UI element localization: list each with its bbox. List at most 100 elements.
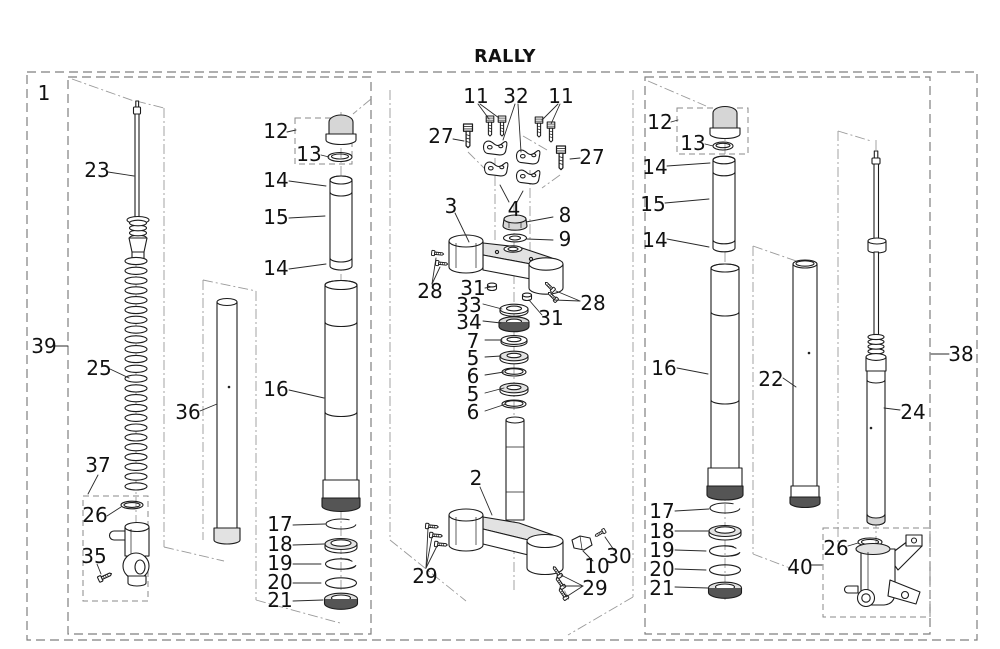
guide-screw-30 bbox=[593, 527, 607, 539]
handlebar-clamp-4 bbox=[515, 169, 541, 185]
part-label-2: 2 bbox=[470, 466, 483, 490]
part-labels: RALLY 1 39 38 23 25 37 26 35 36 12 13 14… bbox=[31, 47, 973, 612]
dust-seal-21-left bbox=[323, 592, 359, 610]
part-label-14: 14 bbox=[642, 228, 667, 252]
pinch-bolt-27-right bbox=[555, 145, 567, 171]
right-fork-leg-box bbox=[644, 76, 931, 635]
part-label-11: 11 bbox=[463, 84, 488, 108]
damper-rod-24 bbox=[865, 150, 887, 526]
bottom-bracket-37 bbox=[108, 521, 150, 587]
part-label-14: 14 bbox=[263, 168, 288, 192]
part-label-11: 11 bbox=[548, 84, 573, 108]
bracket-bolt-35 bbox=[96, 570, 114, 583]
upper-triple-clamp-3 bbox=[448, 234, 564, 295]
circlip-19-right bbox=[708, 544, 746, 557]
part-label-18: 18 bbox=[649, 519, 674, 543]
handlebar-clamp-4 bbox=[483, 161, 509, 177]
part-label-30: 30 bbox=[606, 544, 631, 568]
part-label-1: 1 bbox=[38, 81, 51, 105]
part-label-36: 36 bbox=[175, 400, 200, 424]
part-label-39: 39 bbox=[31, 334, 56, 358]
handlebar-clamp-4 bbox=[515, 149, 541, 165]
part-label-3: 3 bbox=[445, 194, 458, 218]
part-label-15: 15 bbox=[640, 192, 665, 216]
part-label-15: 15 bbox=[263, 205, 288, 229]
part-label-4: 4 bbox=[508, 197, 521, 221]
part-label-31: 31 bbox=[460, 276, 485, 300]
steering-stem-stack bbox=[498, 214, 530, 409]
part-label-23: 23 bbox=[84, 158, 109, 182]
part-label-13: 13 bbox=[680, 131, 705, 155]
part-label-26: 26 bbox=[823, 536, 848, 560]
part-label-12: 12 bbox=[647, 110, 672, 134]
ring-20-right bbox=[708, 564, 742, 576]
spacer-tube-15-right bbox=[712, 155, 736, 253]
outer-tube-16-right bbox=[706, 263, 744, 501]
fork-cap-12-left bbox=[325, 114, 357, 146]
part-label-6: 6 bbox=[467, 400, 480, 424]
stop-ring-17-left bbox=[325, 516, 360, 530]
washer-7 bbox=[500, 335, 528, 347]
part-label-14: 14 bbox=[642, 155, 667, 179]
ring-20-left bbox=[324, 577, 358, 589]
part-label-16: 16 bbox=[651, 356, 676, 380]
lower-triple-clamp-2 bbox=[448, 416, 564, 576]
diagram-title: RALLY bbox=[474, 47, 536, 67]
seal-bushing-18-right bbox=[708, 524, 742, 541]
part-label-26: 26 bbox=[82, 503, 107, 527]
part-label-28: 28 bbox=[417, 279, 442, 303]
rebound-rod-23 bbox=[126, 100, 150, 263]
part-label-16: 16 bbox=[263, 377, 288, 401]
part-label-14: 14 bbox=[263, 256, 288, 280]
part-label-29: 29 bbox=[582, 576, 607, 600]
part-label-7: 7 bbox=[467, 329, 480, 353]
part-label-29: 29 bbox=[412, 564, 437, 588]
clamp-screw-28 bbox=[434, 259, 449, 268]
outer-assembly-box bbox=[26, 71, 978, 641]
axle-holder-subbox bbox=[822, 527, 931, 618]
stem-nut-8 bbox=[502, 214, 528, 231]
bearing-race-5 bbox=[499, 350, 529, 365]
part-label-10: 10 bbox=[584, 554, 609, 578]
part-label-5: 5 bbox=[467, 382, 480, 406]
part-label-24: 24 bbox=[900, 400, 925, 424]
nut-31 bbox=[521, 292, 533, 302]
part-label-28: 28 bbox=[580, 291, 605, 315]
part-label-25: 25 bbox=[86, 356, 111, 380]
fork-cap-12-right bbox=[709, 105, 741, 140]
ring-6 bbox=[501, 399, 527, 409]
seal-stack-right bbox=[707, 500, 746, 599]
bracket-subbox-left bbox=[82, 495, 149, 602]
part-label-21: 21 bbox=[649, 576, 674, 600]
main-spring-25 bbox=[124, 256, 148, 491]
circlip-19-left bbox=[324, 557, 362, 570]
bearing-race-5 bbox=[499, 382, 529, 397]
clamp-bolt-11 bbox=[546, 121, 556, 143]
handlebar-clamp-hardware bbox=[462, 115, 567, 185]
part-label-17: 17 bbox=[267, 512, 292, 536]
part-label-20: 20 bbox=[649, 557, 674, 581]
leader-lines bbox=[53, 103, 950, 602]
nut-31 bbox=[486, 282, 498, 292]
steering-stem bbox=[505, 419, 525, 521]
part-label-19: 19 bbox=[649, 538, 674, 562]
clamp-bolt-11 bbox=[497, 115, 507, 137]
clamp-screw-28 bbox=[430, 249, 445, 258]
part-label-19: 19 bbox=[267, 551, 292, 575]
part-label-8: 8 bbox=[559, 203, 572, 227]
part-label-38: 38 bbox=[948, 342, 973, 366]
seal-bushing-18-left bbox=[324, 537, 358, 554]
part-label-33: 33 bbox=[456, 293, 481, 317]
part-label-6: 6 bbox=[467, 364, 480, 388]
cable-guide-10 bbox=[571, 535, 593, 551]
axle-holder-40 bbox=[843, 534, 923, 608]
part-label-31: 31 bbox=[538, 306, 563, 330]
seal-stack-left bbox=[323, 516, 362, 610]
part-label-27: 27 bbox=[428, 124, 453, 148]
washer-9 bbox=[502, 233, 528, 243]
part-label-22: 22 bbox=[758, 367, 783, 391]
part-label-13: 13 bbox=[296, 142, 321, 166]
spacer-tube-15-left bbox=[329, 175, 353, 271]
pinch-bolt-27-left bbox=[462, 123, 474, 149]
